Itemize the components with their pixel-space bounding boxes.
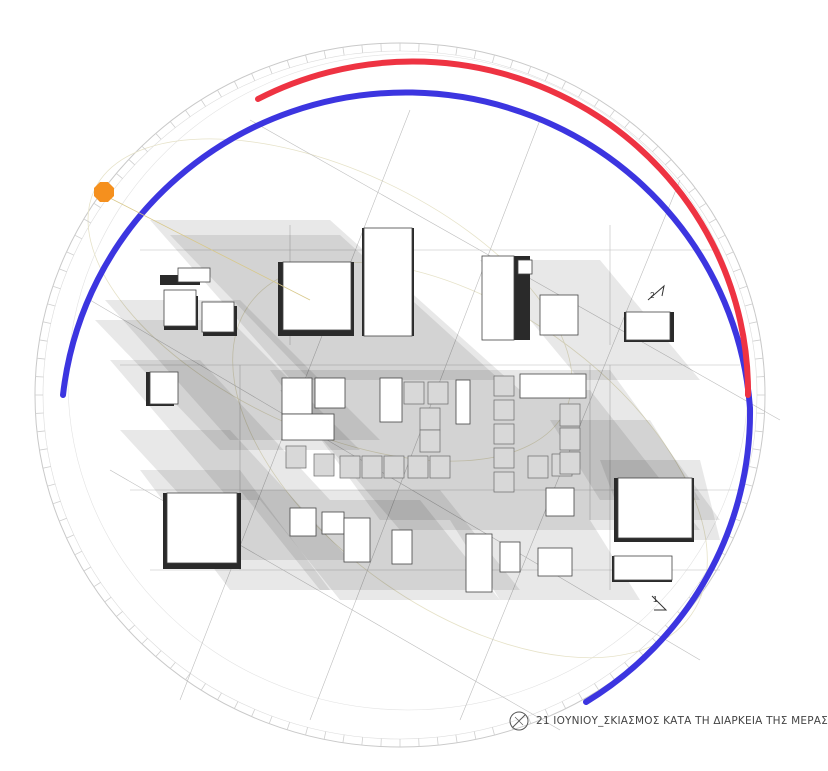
- wireframe-building: [403, 381, 425, 405]
- building: [465, 533, 493, 593]
- wireframe-building: [383, 455, 405, 479]
- building: [539, 294, 579, 336]
- sun-icon: [94, 182, 114, 202]
- ring-ticks: [35, 43, 765, 747]
- view-marker-1: 1: [651, 595, 668, 611]
- building: [201, 301, 235, 333]
- caption: 21 ΙΟΥΝΙΟΥ_ΣΚΙΑΣΜΟΣ ΚΑΤΑ ΤΗ ΔΙΑΡΚΕΙΑ ΤΗΣ…: [508, 709, 828, 733]
- wireframe-building: [285, 445, 307, 469]
- building: [617, 477, 693, 539]
- building: [282, 261, 352, 331]
- building: [343, 517, 371, 563]
- wireframe-building: [407, 455, 429, 479]
- site-shadow-diagram: 2 1: [34, 42, 781, 748]
- buildings: [149, 227, 693, 593]
- building: [481, 255, 515, 341]
- building: [517, 259, 533, 275]
- wireframe-blocks: [285, 375, 581, 493]
- sun-path-blue: [60, 89, 754, 705]
- wireframe-building: [419, 429, 441, 453]
- building: [177, 267, 211, 283]
- view-marker-2: 2: [647, 284, 665, 301]
- wireframe-building: [493, 447, 515, 469]
- building: [163, 289, 197, 327]
- building: [321, 511, 345, 535]
- building: [314, 377, 346, 409]
- wireframe-building: [493, 399, 515, 421]
- building: [613, 555, 673, 581]
- caption-text: 21 ΙΟΥΝΙΟΥ_ΣΚΙΑΣΜΟΣ ΚΑΤΑ ΤΗ ΔΙΑΡΚΕΙΑ ΤΗΣ…: [536, 715, 828, 727]
- wireframe-building: [493, 423, 515, 445]
- wireframe-building: [427, 381, 449, 405]
- wireframe-building: [429, 455, 451, 479]
- wireframe-building: [559, 451, 581, 475]
- view-arrow-icon: [651, 595, 668, 611]
- building: [455, 379, 471, 425]
- building: [379, 377, 403, 423]
- wireframe-building: [527, 455, 549, 479]
- compass-icon: [509, 711, 529, 731]
- wireframe-building: [493, 471, 515, 493]
- wireframe-building: [559, 403, 581, 427]
- view-marker-label: 2: [650, 291, 655, 300]
- wireframe-building: [361, 455, 383, 479]
- sun-ray: [103, 194, 311, 301]
- sun-path-red: [255, 58, 752, 398]
- wireframe-building: [339, 455, 361, 479]
- building: [281, 377, 313, 415]
- wireframe-building: [493, 375, 515, 397]
- view-arrow-icon: [647, 284, 665, 301]
- building: [391, 529, 413, 565]
- building: [281, 413, 335, 441]
- building: [166, 492, 238, 564]
- building: [537, 547, 573, 577]
- building: [519, 373, 587, 399]
- building: [499, 541, 521, 573]
- wireframe-building: [313, 453, 335, 477]
- wireframe-building: [559, 427, 581, 451]
- view-marker-label: 1: [653, 595, 658, 604]
- building: [363, 227, 413, 337]
- building: [289, 507, 317, 537]
- building: [545, 487, 575, 517]
- building: [625, 311, 671, 341]
- building: [149, 371, 179, 405]
- wireframe-building: [419, 407, 441, 431]
